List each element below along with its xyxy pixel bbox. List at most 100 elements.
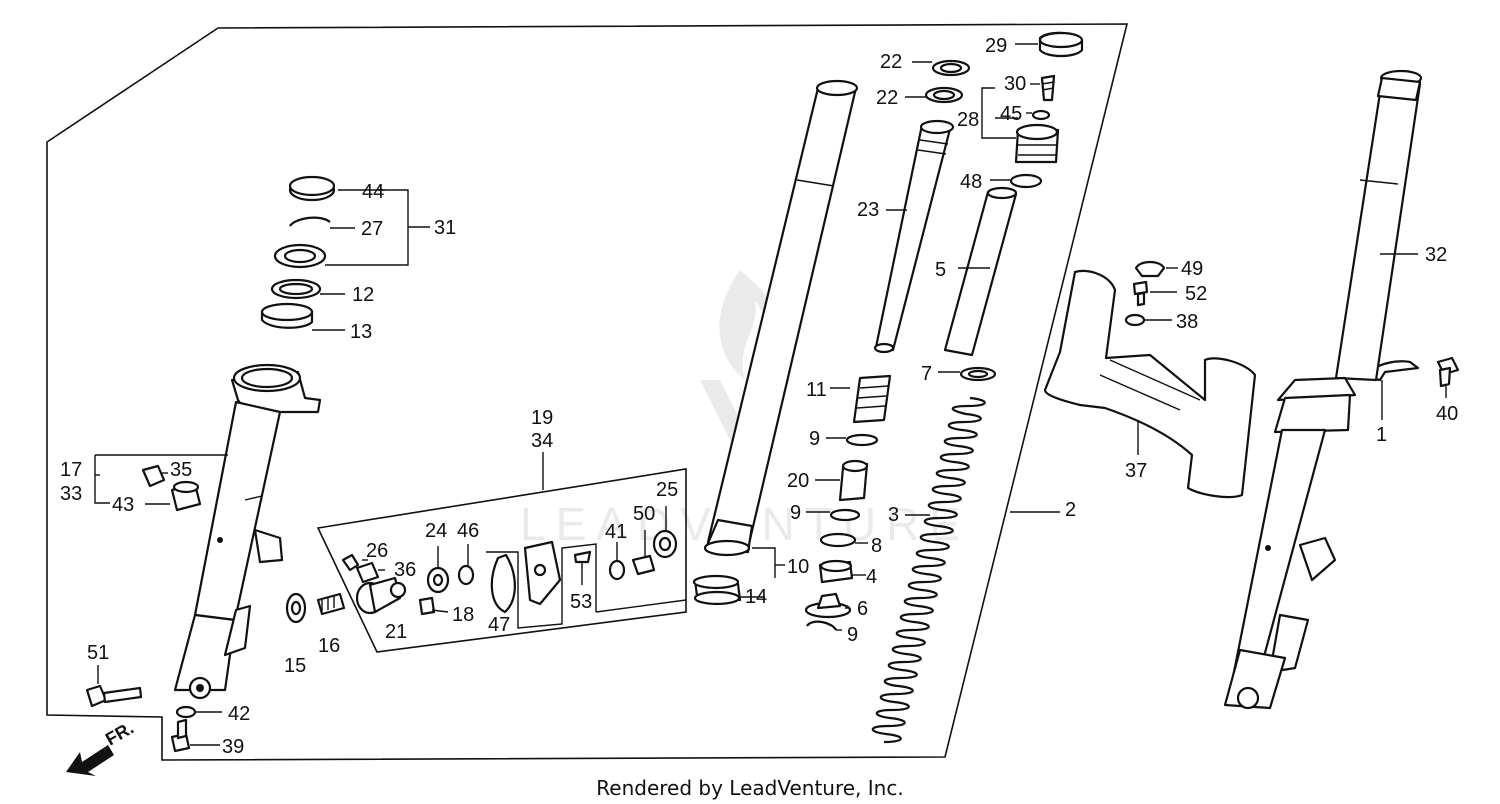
part-50 [631, 554, 656, 576]
rebound-spring [830, 374, 892, 424]
callout-41: 41 [605, 521, 627, 543]
right-fork-assembly [1223, 69, 1423, 710]
callout-20: 20 [787, 470, 809, 492]
spacer-tube [943, 186, 1018, 357]
callout-23: 23 [857, 199, 879, 221]
callout-25: 25 [656, 479, 678, 501]
callout-9: 9 [790, 502, 801, 524]
callout-50: 50 [633, 503, 655, 525]
callout-45: 45 [1000, 103, 1022, 125]
callout-17: 17 [60, 459, 82, 481]
fork-spring [871, 396, 1060, 744]
callout-44: 44 [362, 181, 384, 203]
callout-4: 4 [866, 566, 877, 588]
callout-12: 12 [352, 284, 374, 306]
part-52 [1132, 280, 1149, 296]
part-41 [608, 559, 626, 581]
part-32 [1334, 78, 1422, 382]
bushings-left [141, 464, 202, 512]
spring-seat-7 [938, 366, 997, 382]
part-9a [845, 433, 879, 447]
callout-35: 35 [170, 459, 192, 481]
callout-5: 5 [935, 259, 946, 281]
part-9b [829, 508, 861, 522]
callout-52: 52 [1185, 283, 1207, 305]
callout-37: 37 [1125, 460, 1147, 482]
slide-bushings [692, 547, 785, 606]
callout-27: 27 [361, 218, 383, 240]
callout-2: 2 [1065, 499, 1076, 521]
callout-6: 6 [857, 598, 868, 620]
part-35 [141, 464, 166, 488]
part-23 [874, 123, 952, 352]
part-36 [355, 561, 380, 584]
callout-43: 43 [112, 494, 134, 516]
fr-label: FR. [102, 718, 137, 750]
part-5 [943, 190, 1018, 357]
spring-washer-15-16 [285, 592, 346, 624]
center-washers [806, 433, 879, 522]
part-53 [573, 550, 592, 564]
lower-center-parts [804, 532, 868, 631]
callout-22: 22 [880, 51, 902, 73]
footer-credit: Rendered by LeadVenture, Inc. [596, 776, 903, 800]
part-49 [1134, 260, 1166, 278]
right-small-parts [1124, 260, 1460, 420]
callout-53: 53 [570, 591, 592, 613]
left-fork-slider [173, 363, 322, 700]
part-48 [1009, 173, 1043, 189]
part-27 [289, 216, 331, 227]
callout-14: 14 [745, 586, 767, 608]
part-46 [457, 564, 475, 586]
part-38 [1124, 313, 1146, 327]
bottom-bolts [85, 665, 222, 753]
callout-30: 30 [1004, 73, 1026, 95]
callout-19: 19 [531, 407, 553, 429]
seal-stack [260, 175, 336, 329]
part-18 [418, 596, 436, 616]
part-26 [341, 553, 360, 572]
callout-24: 24 [425, 520, 447, 542]
callout-7: 7 [921, 363, 932, 385]
callout-1: 1 [1376, 424, 1387, 446]
callout-16: 16 [318, 635, 340, 657]
callout-13: 13 [350, 321, 372, 343]
top-cap-parts [905, 31, 1084, 189]
callout-48: 48 [960, 171, 982, 193]
callout-9: 9 [847, 624, 858, 646]
callout-26: 26 [366, 540, 388, 562]
callout-42: 42 [228, 703, 250, 725]
callout-32: 32 [1425, 244, 1447, 266]
part-51 [85, 684, 108, 708]
subgroup-frame [316, 468, 687, 653]
damper-rod [873, 119, 955, 354]
part-3 [871, 396, 986, 744]
callout-39: 39 [222, 736, 244, 758]
left-leaders [94, 189, 430, 505]
callout-31: 31 [434, 217, 456, 239]
callout-3: 3 [888, 504, 899, 526]
callout-46: 46 [457, 520, 479, 542]
part-47 [490, 553, 516, 614]
part-9c [806, 620, 837, 631]
subgroup-parts [341, 452, 687, 629]
callout-18: 18 [452, 604, 474, 626]
callout-22: 22 [876, 87, 898, 109]
callout-49: 49 [1181, 258, 1203, 280]
front-direction-arrow: FR. [66, 718, 137, 776]
callout-36: 36 [394, 559, 416, 581]
callout-21: 21 [385, 621, 407, 643]
assembly-frame [46, 23, 1129, 761]
callout-34: 34 [531, 430, 553, 452]
part-42 [175, 705, 197, 719]
part-37 [1043, 269, 1257, 499]
part-16 [316, 592, 346, 616]
callout-29: 29 [985, 35, 1007, 57]
part-11 [852, 374, 892, 424]
part-8 [819, 532, 857, 548]
callout-51: 51 [87, 642, 109, 664]
callout-labels: 29 22 22 30 45 28 48 23 5 7 11 9 20 9 3 … [60, 35, 1458, 758]
callout-10: 10 [787, 556, 809, 578]
inner-fork-tube [703, 79, 859, 557]
